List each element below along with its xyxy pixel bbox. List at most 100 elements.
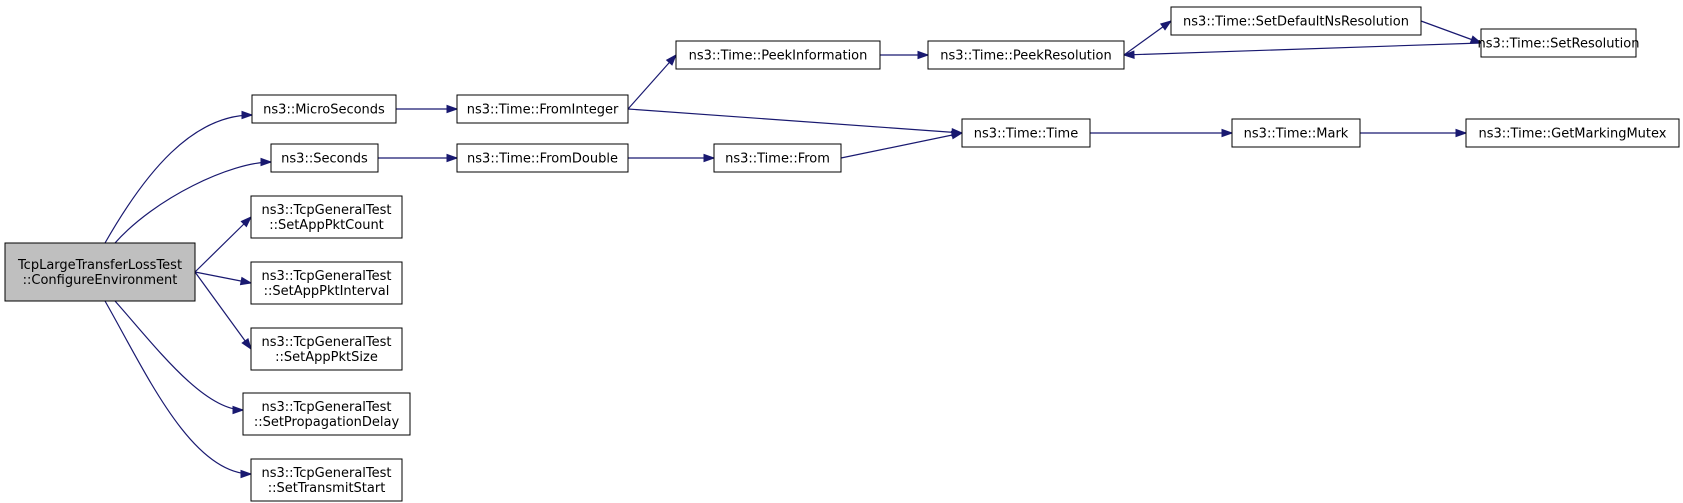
node-peek-information[interactable]: ns3::Time::PeekInformation: [675, 40, 881, 70]
arrowhead: [240, 215, 253, 228]
edge-from-integer-to-peek-information: [627, 53, 677, 110]
node-box: [1480, 28, 1637, 58]
edge-time-from-to-time-time: [840, 130, 964, 159]
edge-root-to-seconds: [114, 157, 273, 244]
node-box: [250, 458, 403, 502]
node-seconds[interactable]: ns3::Seconds: [270, 143, 379, 173]
node-time-time[interactable]: ns3::Time::Time: [961, 118, 1091, 148]
node-label: ns3::Seconds: [281, 152, 368, 167]
node-label: ns3::TcpGeneralTest: [261, 400, 391, 415]
node-set-resolution[interactable]: ns3::Time::SetResolution: [1478, 28, 1640, 58]
node-box: [270, 143, 379, 173]
edge-root-to-microseconds: [104, 110, 254, 244]
node-label: ns3::TcpGeneralTest: [261, 203, 391, 218]
arrowhead: [703, 153, 716, 163]
node-label: ns3::TcpGeneralTest: [261, 335, 391, 350]
arrowhead: [241, 337, 252, 351]
node-label: ns3::Time::From: [725, 152, 830, 167]
edge-line: [627, 108, 963, 134]
arrowhead: [240, 469, 253, 479]
node-label: ns3::MicroSeconds: [263, 103, 385, 118]
node-box: [927, 40, 1125, 70]
node-get-marking-mutex[interactable]: ns3::Time::GetMarkingMutex: [1465, 118, 1680, 148]
node-box: [1231, 118, 1361, 148]
arrowhead: [446, 153, 459, 163]
node-label: ns3::Time::Time: [974, 127, 1078, 142]
arrowhead: [917, 50, 930, 60]
edge-seconds-to-from-double: [378, 153, 459, 163]
edge-line: [104, 114, 253, 244]
edge-root-to-set-app-pkt-size: [194, 271, 252, 351]
node-label: ::SetPropagationDelay: [254, 415, 400, 430]
arrowhead: [1159, 20, 1173, 31]
edge-line: [627, 54, 677, 110]
node-set-transmit-start[interactable]: ns3::TcpGeneralTest::SetTransmitStart: [250, 458, 403, 502]
arrowhead: [446, 104, 459, 114]
edge-line: [194, 271, 252, 350]
node-root[interactable]: TcpLargeTransferLossTest::ConfigureEnvir…: [4, 242, 196, 302]
arrowhead: [1455, 128, 1468, 138]
edge-line: [104, 300, 252, 475]
node-label: ::SetAppPktSize: [275, 350, 378, 365]
node-box: [1465, 118, 1680, 148]
node-label: ns3::Time::PeekInformation: [689, 49, 868, 64]
arrowhead: [665, 53, 677, 66]
node-set-app-pkt-size[interactable]: ns3::TcpGeneralTest::SetAppPktSize: [250, 327, 403, 371]
arrowhead: [950, 130, 964, 140]
node-microseconds[interactable]: ns3::MicroSeconds: [251, 94, 397, 124]
node-set-app-pkt-interval[interactable]: ns3::TcpGeneralTest::SetAppPktInterval: [250, 261, 403, 305]
node-label: ns3::Time::FromInteger: [467, 103, 619, 118]
edge-peek-resolution-to-set-default-ns-resolution: [1123, 20, 1173, 56]
edge-time-time-to-time-mark: [1090, 128, 1234, 138]
arrowhead: [239, 276, 253, 286]
edge-line: [114, 161, 272, 244]
node-label: ::SetAppPktCount: [269, 218, 384, 233]
arrowhead: [241, 110, 254, 120]
node-box: [4, 242, 196, 302]
edges-layer: [104, 20, 1483, 479]
node-label: TcpLargeTransferLossTest: [17, 258, 182, 273]
node-set-propagation-delay[interactable]: ns3::TcpGeneralTest::SetPropagationDelay: [242, 392, 411, 436]
node-box: [251, 94, 397, 124]
node-label: ns3::Time::Mark: [1244, 127, 1349, 142]
edge-line: [840, 132, 963, 159]
node-time-mark[interactable]: ns3::Time::Mark: [1231, 118, 1361, 148]
nodes-layer: TcpLargeTransferLossTest::ConfigureEnvir…: [4, 6, 1680, 502]
node-from-integer[interactable]: ns3::Time::FromInteger: [456, 94, 629, 124]
edge-microseconds-to-from-integer: [396, 104, 459, 114]
node-box: [1170, 6, 1422, 36]
edge-line: [194, 216, 252, 273]
node-label: ns3::TcpGeneralTest: [261, 466, 391, 481]
arrowhead: [1122, 50, 1135, 59]
node-label: ns3::Time::GetMarkingMutex: [1479, 127, 1667, 142]
node-box: [456, 143, 629, 173]
node-box: [961, 118, 1091, 148]
edge-line: [114, 300, 244, 411]
node-box: [250, 195, 403, 239]
node-label: ns3::Time::PeekResolution: [940, 49, 1111, 64]
edge-root-to-set-propagation-delay: [114, 300, 245, 415]
edge-line: [1123, 42, 1482, 56]
node-from-double[interactable]: ns3::Time::FromDouble: [456, 143, 629, 173]
node-set-default-ns-resolution[interactable]: ns3::Time::SetDefaultNsResolution: [1170, 6, 1422, 36]
node-label: ::ConfigureEnvironment: [23, 273, 178, 288]
edge-root-to-set-app-pkt-count: [194, 215, 253, 273]
node-box: [713, 143, 842, 173]
node-set-app-pkt-count[interactable]: ns3::TcpGeneralTest::SetAppPktCount: [250, 195, 403, 239]
node-time-from[interactable]: ns3::Time::From: [713, 143, 842, 173]
node-box: [675, 40, 881, 70]
edge-set-default-ns-resolution-to-set-resolution: [1420, 20, 1483, 44]
edge-from-integer-to-time-time: [627, 108, 964, 137]
arrowhead: [232, 405, 245, 415]
node-label: ns3::Time::SetResolution: [1478, 37, 1640, 52]
edge-from-double-to-time-from: [628, 153, 716, 163]
node-box: [242, 392, 411, 436]
edge-line: [1420, 20, 1482, 44]
edge-peek-information-to-peek-resolution: [880, 50, 930, 60]
node-label: ns3::Time::FromDouble: [467, 152, 618, 167]
node-label: ns3::Time::SetDefaultNsResolution: [1183, 15, 1409, 30]
arrowhead: [260, 157, 273, 167]
edge-time-mark-to-get-marking-mutex: [1360, 128, 1468, 138]
node-peek-resolution[interactable]: ns3::Time::PeekResolution: [927, 40, 1125, 70]
